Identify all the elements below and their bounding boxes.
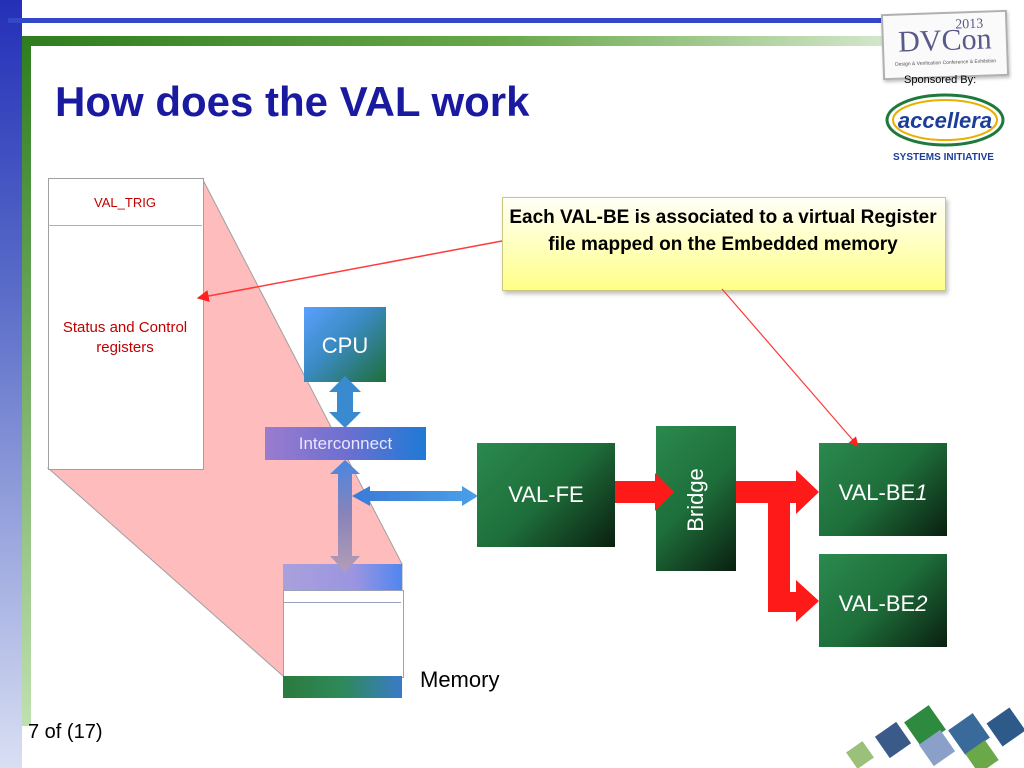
slide-top-bar	[8, 18, 900, 23]
register-divider	[48, 225, 202, 226]
memory-label: Memory	[420, 667, 500, 692]
val-trig-register: VAL_TRIG	[94, 195, 156, 210]
dvcon-logo: DVCon 2013 Design & Verification Confere…	[880, 9, 1010, 81]
callout-to-valbe1-line	[721, 288, 859, 447]
memory-block	[283, 590, 404, 678]
slide-number: 7 of (17)	[28, 721, 103, 743]
val-be2-index: 2	[915, 591, 928, 616]
dvcon-logo-text: DVCon	[897, 22, 993, 59]
status-control-registers: Status and Control registers	[62, 319, 188, 356]
val-be1-index: 1	[915, 480, 928, 505]
slide-top-green-bar	[22, 36, 900, 46]
interconnect-valfe-arrow	[352, 486, 478, 506]
callout-box	[502, 197, 946, 291]
callout-to-register-line	[196, 240, 503, 302]
val-be1-block	[819, 443, 947, 536]
footer-decoration	[846, 705, 1024, 768]
register-file-panel	[48, 178, 204, 470]
slide-title: How does the VAL work	[55, 78, 530, 125]
memory-bottom-band	[283, 676, 402, 698]
callout-text: Each VAL-BE is associated to a virtual R…	[509, 207, 937, 255]
val-be1-name: VAL-BE	[838, 480, 916, 505]
cpu-label: CPU	[321, 333, 369, 358]
val-be2-name: VAL-BE	[838, 591, 916, 616]
interconnect-label: Interconnect	[298, 434, 393, 453]
dvcon-year: 2013	[955, 16, 984, 33]
accellera-logo: accellera	[885, 93, 1005, 147]
val-fe-block	[477, 443, 615, 547]
bridge-valbe2-arrow	[768, 503, 819, 622]
accellera-logo-text: accellera	[898, 108, 992, 133]
val-be2-label: VAL-BE2	[819, 591, 947, 617]
val-be2-block	[819, 554, 947, 647]
slide-left-green-bar	[22, 36, 31, 726]
cpu-interconnect-arrow	[329, 376, 361, 428]
val-fe-label: VAL-FE	[508, 482, 584, 507]
memory-divider	[284, 602, 401, 603]
sponsored-by-label: Sponsored By:	[904, 74, 977, 86]
val-be1-label: VAL-BE1	[819, 480, 947, 506]
systems-initiative-label: SYSTEMS INITIATIVE	[893, 152, 994, 163]
dvcon-tagline: Design & Verification Conference & Exhib…	[894, 58, 997, 68]
bridge-label: Bridge	[683, 468, 708, 532]
memory-top-band	[283, 564, 402, 590]
interconnect-memory-arrow	[330, 460, 360, 572]
bridge-valbe1-arrow	[736, 470, 819, 514]
cpu-block	[304, 307, 386, 382]
slide-left-bar	[0, 0, 22, 768]
